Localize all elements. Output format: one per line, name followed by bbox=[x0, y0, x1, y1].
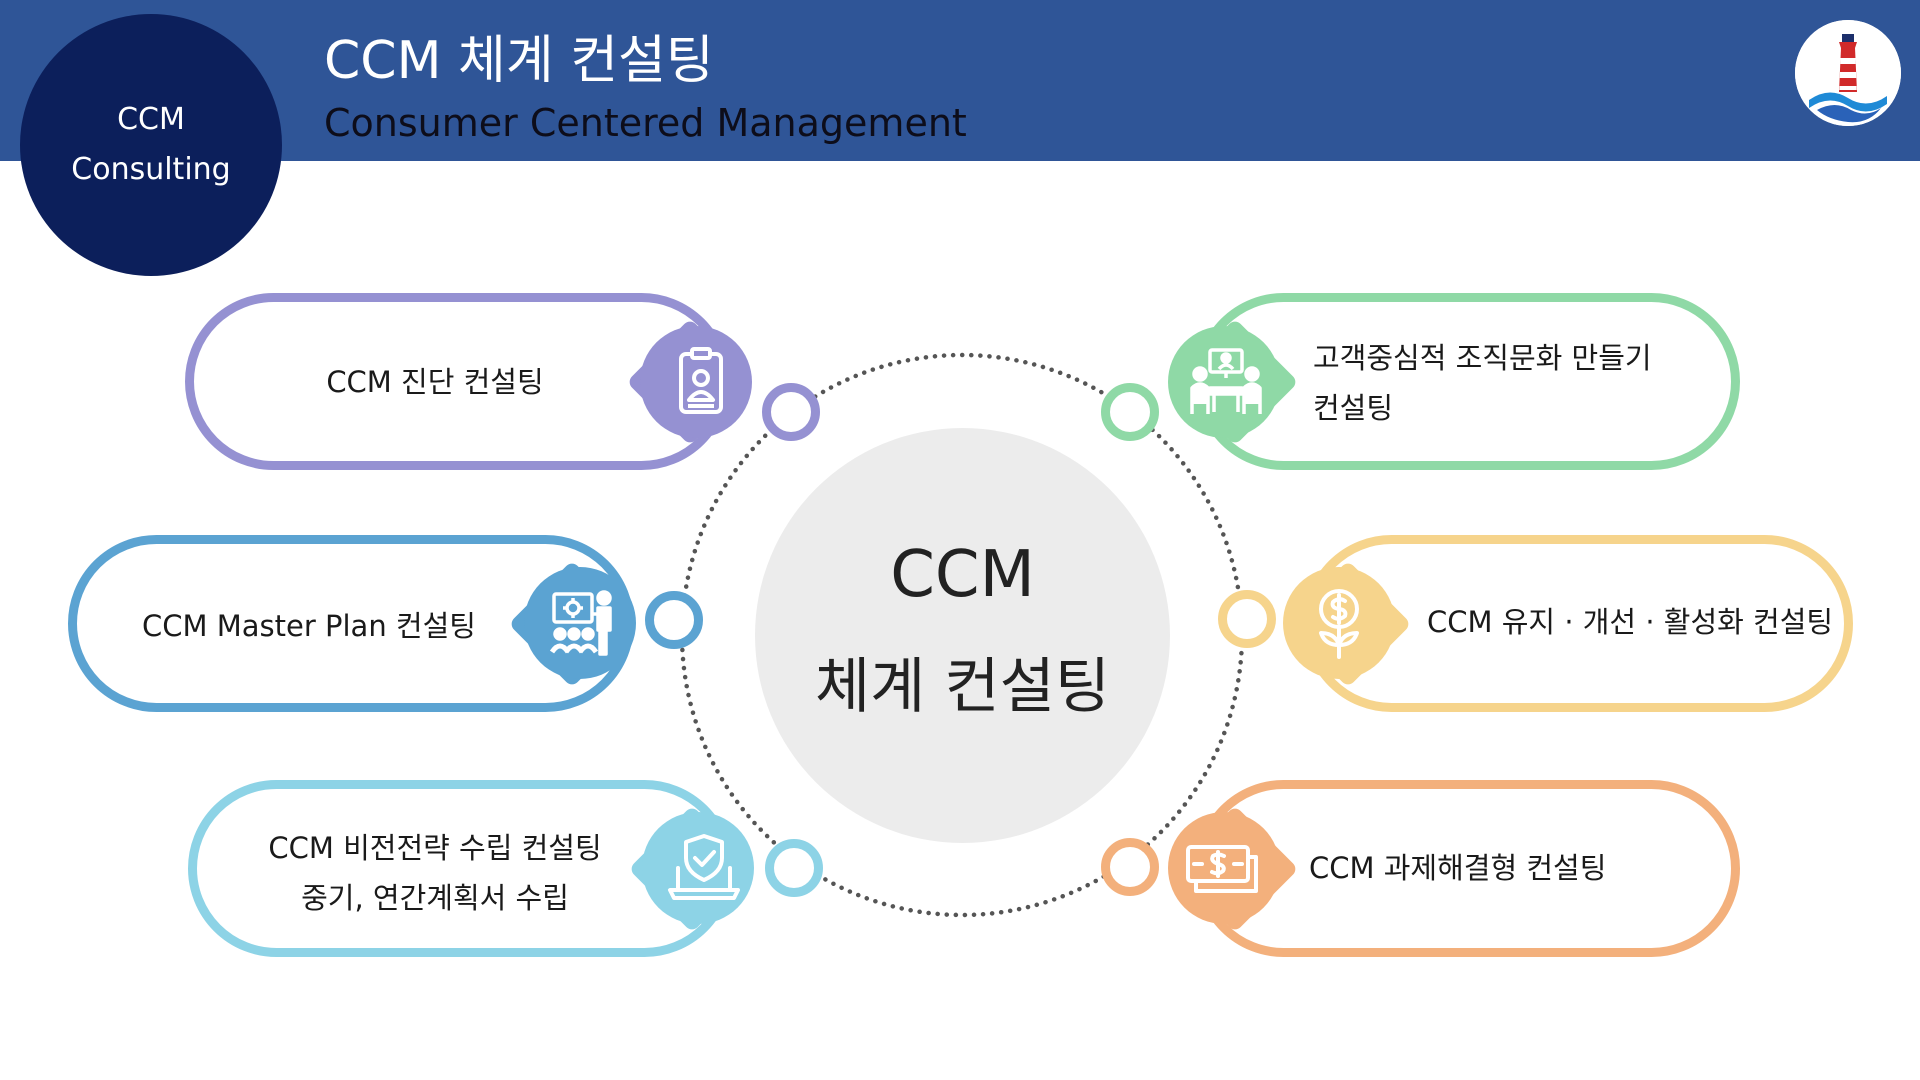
connector-vision-strategy bbox=[765, 839, 823, 897]
center-disc bbox=[755, 428, 1170, 843]
card-customer-culture-consulting bbox=[1195, 293, 1740, 470]
clipboard-icon bbox=[661, 342, 741, 422]
item-problem-solving-label: CCM 과제해결형 컨설팅 bbox=[1309, 851, 1607, 885]
center-title-line-2: 체계 컨설팅 bbox=[814, 652, 1111, 722]
money-plant-icon bbox=[1299, 583, 1379, 663]
connector-problem-solving bbox=[1101, 838, 1159, 896]
ccm-consulting-badge: CCM Consulting bbox=[20, 14, 282, 276]
page-subtitle: Consumer Centered Management bbox=[324, 101, 967, 145]
page-title: CCM 체계 컨설팅 bbox=[324, 31, 714, 91]
item-master-plan-label: CCM Master Plan 컨설팅 bbox=[142, 609, 476, 643]
vision-strategy-icon-circle bbox=[642, 812, 754, 924]
laptop-shield-icon bbox=[664, 828, 744, 908]
item-diagnosis-label: CCM 진단 컨설팅 bbox=[326, 365, 544, 399]
cash-icon bbox=[1182, 829, 1262, 909]
center-title-line-1: CCM bbox=[890, 538, 1035, 612]
connector-customer-culture bbox=[1101, 383, 1159, 441]
badge-line-2: Consulting bbox=[71, 152, 231, 187]
connector-maintenance bbox=[1218, 590, 1276, 648]
badge-line-1: CCM bbox=[117, 102, 185, 137]
connector-diagnosis bbox=[762, 383, 820, 441]
connector-master-plan bbox=[645, 591, 703, 649]
lighthouse-logo-icon bbox=[1795, 20, 1901, 126]
header-band bbox=[0, 0, 1920, 161]
customer-culture-icon-circle bbox=[1168, 326, 1280, 438]
item-maintenance-label: CCM 유지 · 개선 · 활성화 컨설팅 bbox=[1427, 605, 1834, 639]
item-customer-culture-label: 고객중심적 조직문화 만들기 컨설팅 bbox=[1313, 341, 1652, 425]
item-vision-strategy-label: CCM 비전전략 수립 컨설팅 중기, 연간계획서 수립 bbox=[268, 831, 602, 915]
meeting-icon bbox=[1186, 342, 1266, 422]
presentation-icon bbox=[546, 584, 626, 664]
